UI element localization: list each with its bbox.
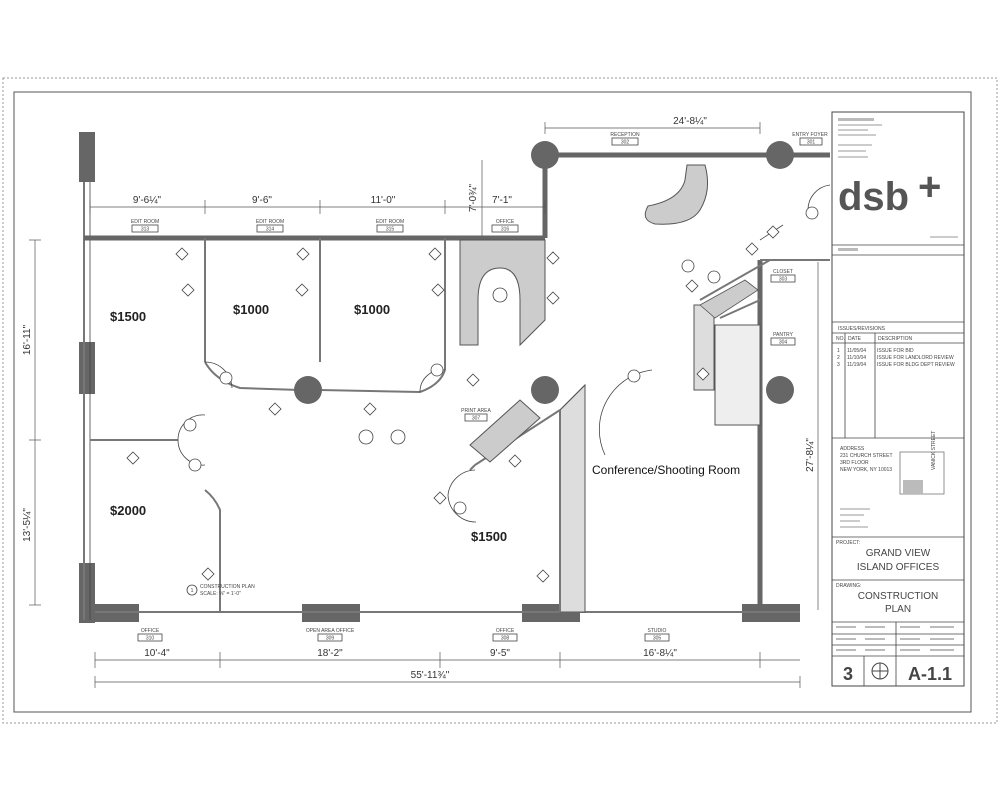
dim-top-1: 9'-6¼" bbox=[133, 194, 162, 206]
reception-desk bbox=[644, 164, 709, 225]
issue-row-2-date: 11/10/04 bbox=[847, 355, 866, 361]
room-label-pantry: PANTRY bbox=[773, 332, 793, 338]
issues-col-desc: DESCRIPTION bbox=[878, 336, 913, 342]
price-edit-room-315: $1000 bbox=[354, 302, 390, 317]
room-label-open-area-office: OPEN AREA OFFICE bbox=[306, 628, 355, 634]
walls bbox=[79, 132, 830, 623]
dim-bottom-1: 10'-4" bbox=[144, 648, 170, 659]
rent-prices: $1500 $1000 $1000 $2000 $1500 bbox=[110, 302, 507, 544]
room-number-313: 313 bbox=[141, 227, 150, 233]
room-label-edit-314: EDIT ROOM bbox=[256, 219, 284, 225]
sheet-count: 3 bbox=[843, 664, 853, 684]
drawing-label: DRAWING: bbox=[836, 583, 861, 589]
dim-bottom-4: 16'-8¼" bbox=[643, 647, 677, 659]
issues-col-date: DATE bbox=[848, 336, 862, 342]
dsb-logo-plus: + bbox=[918, 165, 941, 209]
vanick-street-label: VANICK STREET bbox=[931, 431, 937, 470]
address-line-4: NEW YORK, NY 10013 bbox=[840, 467, 892, 473]
room-number-301: 301 bbox=[807, 140, 816, 146]
room-label-office-308: OFFICE bbox=[496, 628, 515, 634]
issues-col-no: NO. bbox=[836, 336, 845, 342]
plan-caption: 1 CONSTRUCTION PLAN SCALE: ⅛" = 1'-0" bbox=[186, 584, 255, 597]
room-number-305: 305 bbox=[653, 636, 662, 642]
room-number-310: 310 bbox=[146, 636, 155, 642]
room-label-office-310: OFFICE bbox=[141, 628, 160, 634]
room-label-studio: STUDIO bbox=[648, 628, 667, 634]
dim-top-4: 7'-1" bbox=[492, 195, 512, 206]
dsb-logo: dsb bbox=[838, 175, 909, 219]
sheet-outer-border bbox=[2, 77, 998, 724]
title-block: dsb + ISSUES/REVISIONS NO. DATE DESCRIPT… bbox=[831, 111, 965, 687]
columns bbox=[294, 141, 794, 404]
room-labels: EDIT ROOM 313 EDIT ROOM 314 EDIT ROOM 31… bbox=[131, 132, 828, 642]
conference-room-label: Conference/Shooting Room bbox=[592, 463, 740, 477]
dim-bottom-3: 9'-5" bbox=[490, 648, 510, 659]
price-edit-room-313: $1500 bbox=[110, 309, 146, 324]
price-open-office: $1500 bbox=[471, 529, 507, 544]
address-line-3: 3RD FLOOR bbox=[840, 460, 869, 466]
room-number-307: 307 bbox=[472, 416, 481, 422]
room-label-reception: RECEPTION bbox=[610, 132, 640, 138]
dimension-lines bbox=[29, 122, 819, 688]
dim-left-2: 13'-5¼" bbox=[21, 508, 33, 542]
drawing-name-line-2: PLAN bbox=[885, 604, 911, 615]
room-label-edit-313: EDIT ROOM bbox=[131, 219, 159, 225]
issue-row-1-date: 11/05/04 bbox=[847, 348, 866, 354]
project-label: PROJECT: bbox=[836, 540, 860, 546]
room-label-office-316: OFFICE bbox=[496, 219, 515, 225]
plan-caption-title: CONSTRUCTION PLAN bbox=[200, 584, 255, 590]
address-line-2: 231 CHURCH STREET bbox=[840, 453, 893, 459]
dim-top-3: 11'-0" bbox=[371, 195, 396, 206]
room-number-304: 304 bbox=[779, 340, 788, 346]
issue-row-2-no: 2 bbox=[837, 355, 840, 361]
issue-row-3-desc: ISSUE FOR BLDG DEPT REVIEW bbox=[877, 362, 955, 368]
dim-top-2: 9'-6" bbox=[252, 195, 272, 206]
dim-right-1: 27'-8¼" bbox=[804, 438, 816, 472]
room-number-316: 316 bbox=[501, 227, 510, 233]
svg-text:1: 1 bbox=[191, 588, 194, 594]
dim-vert-1: 7'-0¾" bbox=[468, 183, 479, 212]
room-number-303: 303 bbox=[779, 277, 788, 283]
room-number-308: 308 bbox=[501, 636, 510, 642]
price-edit-room-314: $1000 bbox=[233, 302, 269, 317]
room-number-314: 314 bbox=[266, 227, 275, 233]
room-label-entry-foyer: ENTRY FOYER bbox=[792, 132, 828, 138]
room-label-edit-315: EDIT ROOM bbox=[376, 219, 404, 225]
dim-top-5: 24'-8¼" bbox=[673, 115, 707, 127]
sheet-inner-border bbox=[13, 91, 972, 713]
plan-caption-scale: SCALE: ⅛" = 1'-0" bbox=[200, 591, 241, 597]
room-label-print-area: PRINT AREA bbox=[461, 408, 491, 414]
price-office-310: $2000 bbox=[110, 503, 146, 518]
wall-tags bbox=[126, 206, 819, 583]
drawing-name-line-1: CONSTRUCTION bbox=[858, 591, 939, 602]
issue-row-3-no: 3 bbox=[837, 362, 840, 368]
north-arrow-icon bbox=[871, 662, 889, 680]
issue-row-2-desc: ISSUE FOR LANDLORD REVIEW bbox=[877, 355, 954, 361]
dim-bottom-total: 55'-11¾" bbox=[411, 670, 450, 681]
print-area-hatch bbox=[469, 399, 541, 463]
room-label-closet: CLOSET bbox=[773, 269, 793, 275]
room-number-309: 309 bbox=[326, 636, 335, 642]
project-name-line-1: GRAND VIEW bbox=[866, 548, 931, 559]
dimension-labels: 9'-6¼" 9'-6" 11'-0" 7'-1" 24'-8¼" 7'-0¾"… bbox=[21, 115, 816, 681]
issues-header: ISSUES/REVISIONS bbox=[838, 326, 886, 332]
sheet-number: A-1.1 bbox=[908, 664, 952, 684]
dim-bottom-2: 18'-2" bbox=[317, 648, 343, 659]
room-number-302: 302 bbox=[621, 140, 630, 146]
room-number-315: 315 bbox=[386, 227, 395, 233]
issue-row-3-date: 11/19/04 bbox=[847, 362, 866, 368]
issue-row-1-desc: ISSUE FOR BID bbox=[877, 348, 914, 354]
issue-row-1-no: 1 bbox=[837, 348, 840, 354]
project-name-line-2: ISLAND OFFICES bbox=[857, 562, 940, 573]
office-316-hatch bbox=[459, 239, 759, 347]
dim-left-1: 16'-11" bbox=[22, 324, 33, 355]
address-line-1: ADDRESS bbox=[840, 446, 865, 452]
